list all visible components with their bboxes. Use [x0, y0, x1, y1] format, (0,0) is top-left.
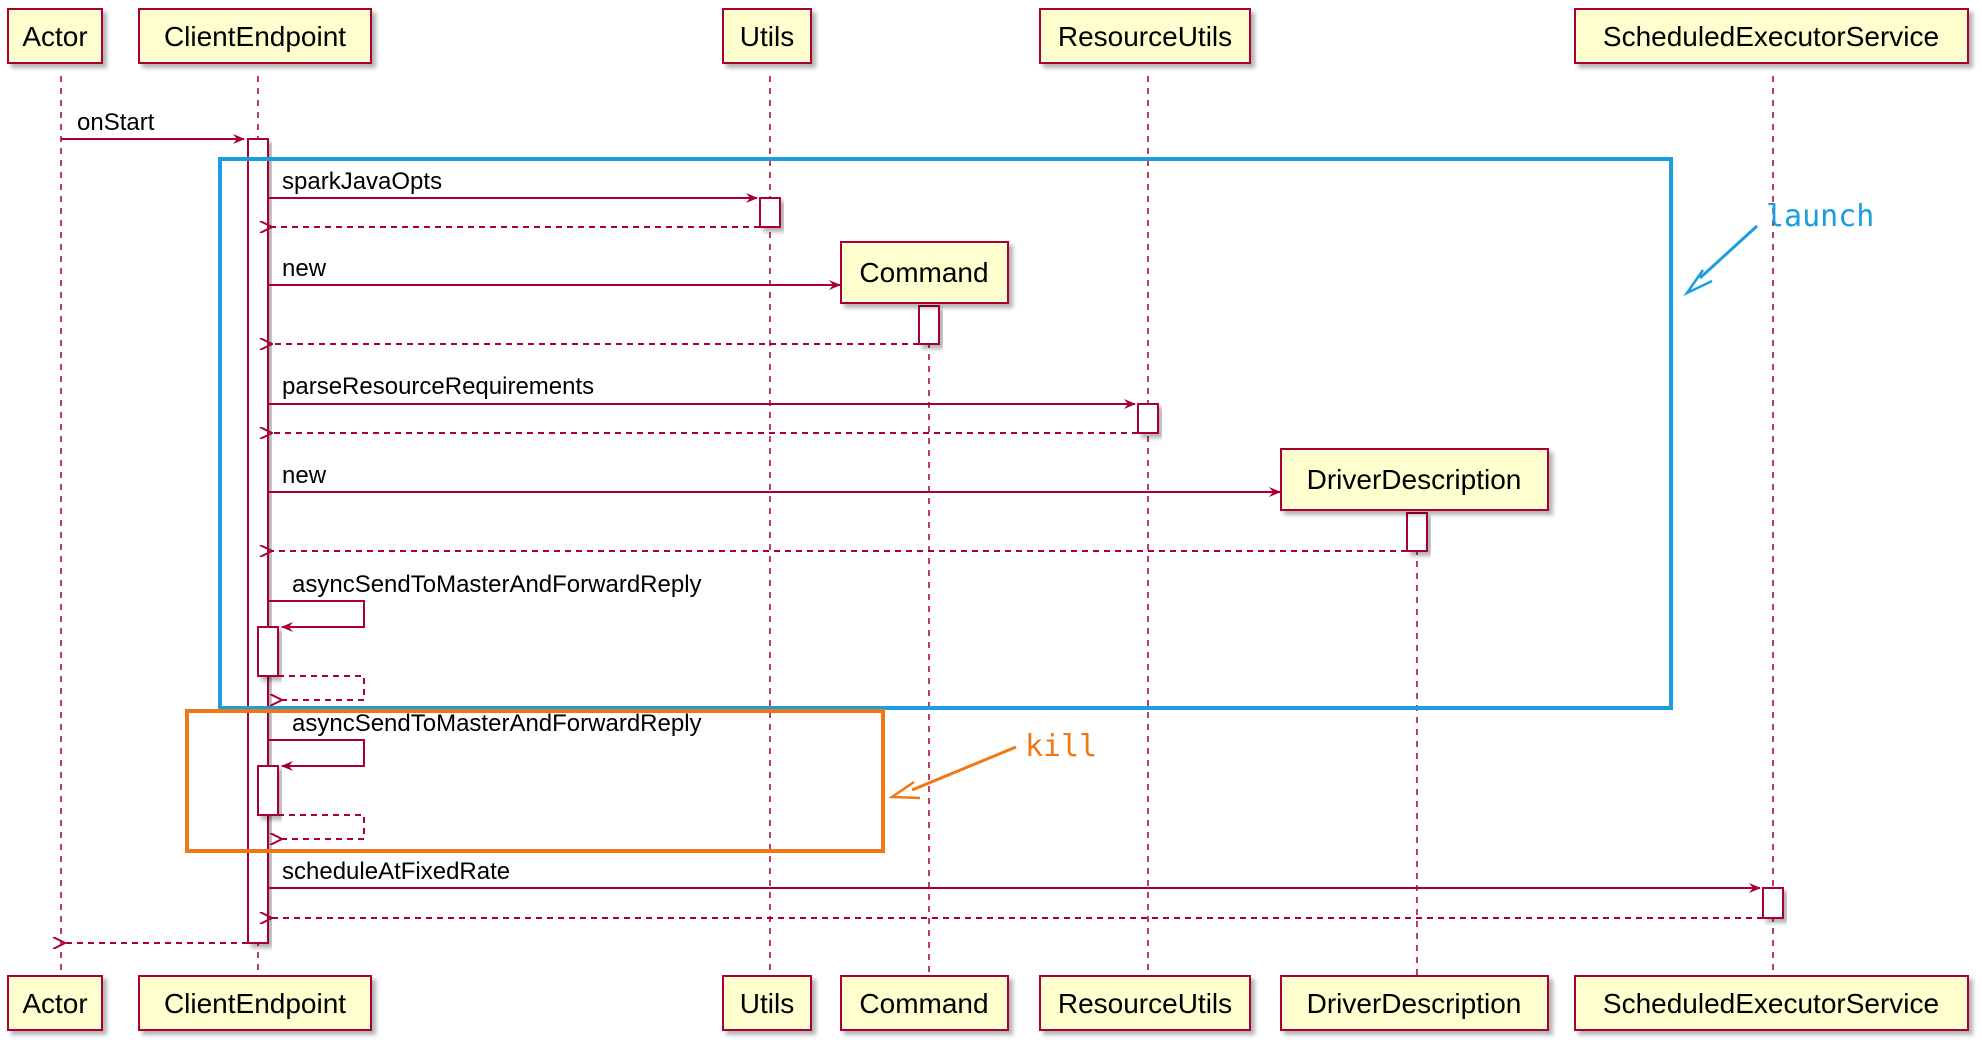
- activation-self-2: [257, 765, 279, 816]
- message-label-onstart: onStart: [77, 109, 155, 136]
- participant-label: Actor: [22, 988, 87, 1019]
- kill-annotation-label: kill: [1025, 729, 1097, 764]
- participant-utils-top[interactable]: Utils: [722, 8, 812, 64]
- participant-resutils-bottom[interactable]: ResourceUtils: [1039, 975, 1251, 1031]
- participant-label: ScheduledExecutorService: [1603, 21, 1939, 52]
- participant-resutils-top[interactable]: ResourceUtils: [1039, 8, 1251, 64]
- message-label-self-2: asyncSendToMasterAndForwardReply: [292, 710, 702, 737]
- kill-pointer-head: [888, 780, 921, 800]
- participants-top: Actor ClientEndpoint Utils Command Resou…: [7, 8, 1969, 511]
- participant-command-bottom[interactable]: Command: [840, 975, 1009, 1031]
- launch-pointer-line: [1698, 224, 1759, 280]
- participant-actor-bottom[interactable]: Actor: [7, 975, 103, 1031]
- participant-label: DriverDescription: [1307, 988, 1522, 1019]
- participant-sched-bottom[interactable]: ScheduledExecutorService: [1574, 975, 1969, 1031]
- message-arrow-self-1: [268, 600, 365, 632]
- launch-group-box: [218, 157, 1673, 710]
- participant-client-bottom[interactable]: ClientEndpoint: [138, 975, 372, 1031]
- participant-label: Utils: [740, 21, 794, 52]
- participant-label: DriverDescription: [1307, 464, 1522, 495]
- activation-command: [918, 305, 940, 345]
- participant-command-created[interactable]: Command: [840, 241, 1009, 304]
- participant-sched-top[interactable]: ScheduledExecutorService: [1574, 8, 1969, 64]
- message-label-self-1: asyncSendToMasterAndForwardReply: [292, 571, 702, 598]
- participant-label: ResourceUtils: [1058, 988, 1232, 1019]
- launch-annotation-label: launch: [1766, 199, 1874, 234]
- participant-label: ResourceUtils: [1058, 21, 1232, 52]
- participant-driver-created[interactable]: DriverDescription: [1280, 448, 1549, 511]
- activation-resutils: [1137, 403, 1159, 434]
- kill-pointer-line: [911, 745, 1017, 792]
- return-arrow-self-1: [278, 675, 365, 700]
- participant-label: Command: [859, 988, 988, 1019]
- activation-sched: [1762, 887, 1784, 919]
- activation-driver: [1406, 512, 1428, 552]
- participant-client-top[interactable]: ClientEndpoint: [138, 8, 372, 64]
- return-arrow-self-2: [278, 814, 365, 839]
- message-labels: onStart sparkJavaOpts new parseResourceR…: [77, 109, 702, 885]
- participant-label: ClientEndpoint: [164, 988, 346, 1019]
- participant-label: Utils: [740, 988, 794, 1019]
- participants-bottom: Actor ClientEndpoint Utils Command Resou…: [7, 975, 1969, 1031]
- participant-driver-bottom[interactable]: DriverDescription: [1280, 975, 1549, 1031]
- activation-self-1: [257, 626, 279, 677]
- participant-label: ClientEndpoint: [164, 21, 346, 52]
- message-label-scheduleatfixedrate: scheduleAtFixedRate: [282, 858, 510, 885]
- message-label-new-driver: new: [282, 462, 327, 489]
- launch-pointer-head: [1683, 269, 1713, 297]
- participant-label: ScheduledExecutorService: [1603, 988, 1939, 1019]
- participant-actor-top[interactable]: Actor: [7, 8, 103, 64]
- kill-annotation: kill: [888, 729, 1097, 800]
- message-label-parseresourcerequirements: parseResourceRequirements: [282, 373, 594, 400]
- message-arrow-self-2: [268, 739, 365, 771]
- launch-annotation: launch: [1683, 199, 1874, 297]
- message-label-sparkjavaopts: sparkJavaOpts: [282, 168, 442, 195]
- activation-utils: [759, 197, 781, 228]
- activation-client: [247, 138, 269, 944]
- message-label-new-command: new: [282, 255, 327, 282]
- participant-utils-bottom[interactable]: Utils: [722, 975, 812, 1031]
- participant-label: Actor: [22, 21, 87, 52]
- activations: [247, 138, 1784, 944]
- participant-label: Command: [859, 257, 988, 288]
- kill-group-box: [185, 709, 885, 853]
- messages: [61, 134, 1763, 943]
- lifelines: [60, 76, 1774, 976]
